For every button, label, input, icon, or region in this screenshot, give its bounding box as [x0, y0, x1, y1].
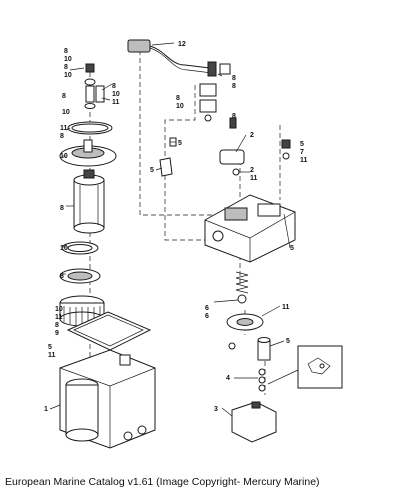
callout-leaders — [49, 42, 291, 417]
throttle-body — [204, 194, 296, 263]
callout: 10 — [64, 56, 72, 63]
callout: 5 — [286, 338, 290, 345]
callout: 8 — [64, 64, 68, 71]
callout: 1 — [44, 406, 48, 413]
callout: 5 — [300, 141, 304, 148]
callout-labels: 12 8 10 8 10 8 10 11 8 10 11 8 10 8 10 8… — [44, 41, 308, 413]
wire-harness — [127, 39, 231, 77]
sensor-connectors — [159, 83, 291, 177]
callout: 11 — [60, 125, 68, 132]
callout: 11 — [55, 314, 63, 321]
small-washers — [258, 368, 266, 392]
callout: 10 — [60, 153, 68, 160]
callout: 6 — [205, 305, 209, 312]
callout: 11 — [48, 352, 56, 359]
callout: 11 — [282, 304, 290, 311]
callout: 10 — [112, 91, 120, 98]
check-valve — [257, 337, 271, 361]
callout: 8 — [55, 322, 59, 329]
fuel-fitting-stack — [67, 63, 113, 135]
callout: 10 — [176, 103, 184, 110]
callout: 10 — [60, 245, 68, 252]
callout: 6 — [205, 313, 209, 320]
callout: 8 — [232, 83, 236, 90]
bracket-block — [231, 401, 277, 443]
callout: 10 — [64, 72, 72, 79]
callout: 11 — [112, 99, 120, 106]
fuel-reservoir — [59, 349, 156, 449]
callout: 8 — [60, 205, 64, 212]
callout: 8 — [176, 95, 180, 102]
pump-cap — [59, 139, 117, 167]
callout: 3 — [214, 406, 218, 413]
callout: 8 — [64, 48, 68, 55]
pump-rings — [59, 241, 101, 284]
gasket — [66, 311, 152, 351]
detail-inset — [267, 345, 343, 389]
callout: 8 — [60, 133, 64, 140]
callout: 10 — [62, 109, 70, 116]
callout: 8 — [112, 83, 116, 90]
callout: 7 — [300, 149, 304, 156]
callout: 8 — [232, 113, 236, 120]
callout: 5 — [290, 245, 294, 252]
callout: 12 — [178, 41, 186, 48]
callout: 10 — [55, 306, 63, 313]
fuel-pump — [73, 169, 105, 234]
callout: 8 — [232, 75, 236, 82]
callout: 5 — [150, 167, 154, 174]
callout: 5 — [48, 344, 52, 351]
image-caption: European Marine Catalog v1.61 (Image Cop… — [5, 476, 320, 488]
callout: 11 — [300, 157, 308, 164]
callout: 2 — [250, 167, 254, 174]
callout: 9 — [55, 330, 59, 337]
callout: 5 — [178, 140, 182, 147]
callout: 8 — [60, 273, 64, 280]
callout: 11 — [250, 175, 258, 182]
callout: 2 — [250, 132, 254, 139]
exploded-parts-diagram: 12 8 10 8 10 8 10 11 8 10 11 8 10 8 10 8… — [44, 39, 343, 449]
regulator-spring — [226, 271, 264, 350]
callout: 4 — [226, 375, 230, 382]
callout: 8 — [62, 93, 66, 100]
